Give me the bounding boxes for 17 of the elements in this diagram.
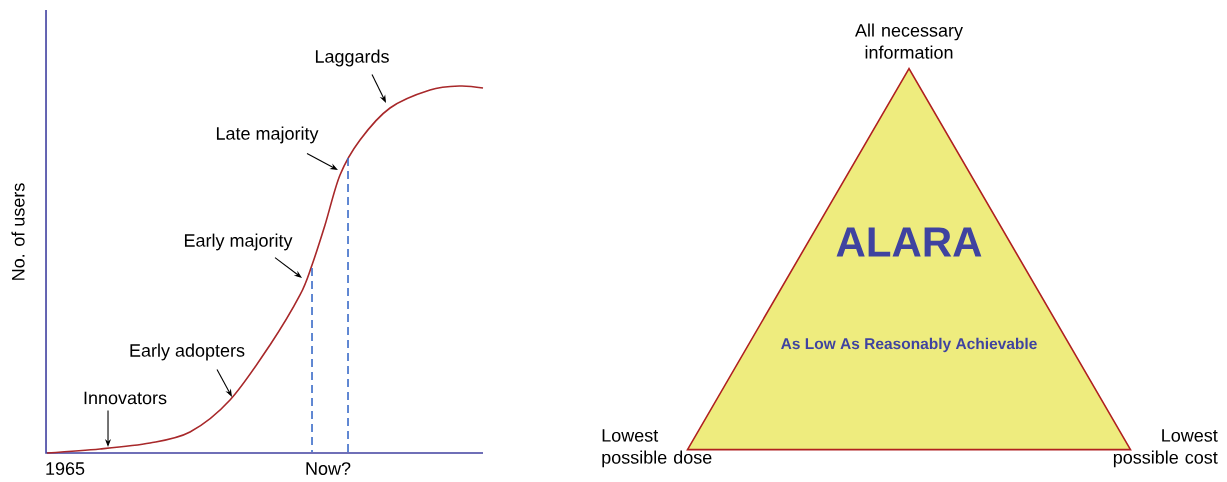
label: Lowest possible cost [1113, 429, 1218, 468]
arrow [216, 369, 232, 397]
stage-label: Innovators [84, 391, 167, 405]
arrow [274, 257, 302, 278]
label: 1965 [46, 462, 85, 475]
stage-label: Laggards [315, 49, 389, 67]
label: No. of users [11, 183, 25, 280]
stage-label: Early adopters [130, 343, 245, 361]
label: Now? [306, 462, 351, 475]
triangle [686, 67, 1132, 451]
stage-label: Late majority [216, 126, 319, 144]
subtitle-text: As Low As Reasonably Achievable [781, 337, 1037, 353]
stage-label: Early majority [185, 233, 293, 251]
arrow [371, 74, 386, 103]
label: Lowest possible dose [602, 429, 712, 468]
title-text: ALARA [836, 227, 982, 257]
arrow [306, 153, 338, 170]
